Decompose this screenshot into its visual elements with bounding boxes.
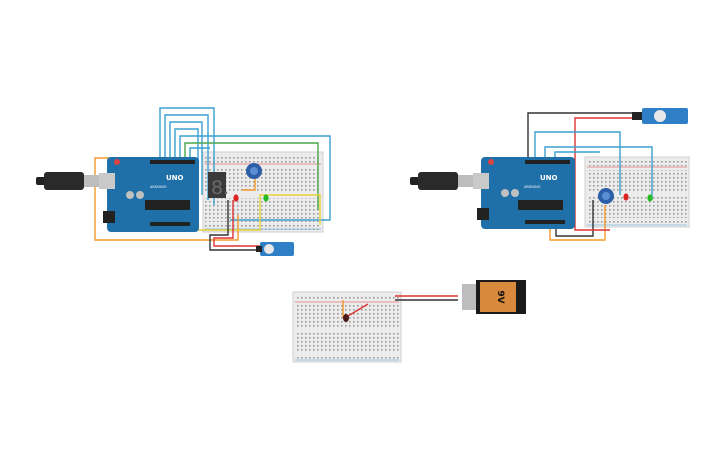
wires-2 bbox=[527, 112, 653, 241]
seven-segment-display-icon[interactable]: 8. bbox=[208, 172, 229, 199]
potentiometer-icon[interactable] bbox=[246, 163, 262, 179]
arduino-brand-label: ARDUINO bbox=[524, 185, 541, 189]
potentiometer-icon[interactable] bbox=[598, 188, 614, 204]
led-icon[interactable] bbox=[343, 314, 349, 322]
seven-segment-digit: 8. bbox=[211, 177, 229, 199]
battery-icon[interactable]: 9V bbox=[462, 280, 526, 314]
battery-voltage-label: 9V bbox=[495, 290, 505, 303]
led-icon[interactable] bbox=[233, 194, 269, 202]
arduino-model-label: UNO bbox=[540, 174, 558, 182]
usb-cable-icon bbox=[36, 172, 104, 190]
circuit-1: UNO ARDUINO 8. bbox=[36, 107, 331, 256]
circuit-3: 9V bbox=[292, 280, 526, 363]
arduino-brand-label: ARDUINO bbox=[150, 185, 167, 189]
arduino-board-icon[interactable]: UNO ARDUINO bbox=[473, 157, 575, 229]
servo-motor-icon[interactable] bbox=[632, 108, 688, 124]
servo-motor-icon[interactable] bbox=[256, 242, 294, 256]
wires-3 bbox=[342, 295, 458, 318]
circuit-2: UNO ARDUINO bbox=[410, 108, 690, 241]
arduino-model-label: UNO bbox=[166, 174, 184, 182]
led-icon[interactable] bbox=[623, 193, 653, 202]
usb-cable-icon bbox=[410, 172, 478, 190]
breadboard-3[interactable] bbox=[292, 291, 402, 363]
arduino-board-icon[interactable]: UNO ARDUINO bbox=[99, 157, 199, 232]
